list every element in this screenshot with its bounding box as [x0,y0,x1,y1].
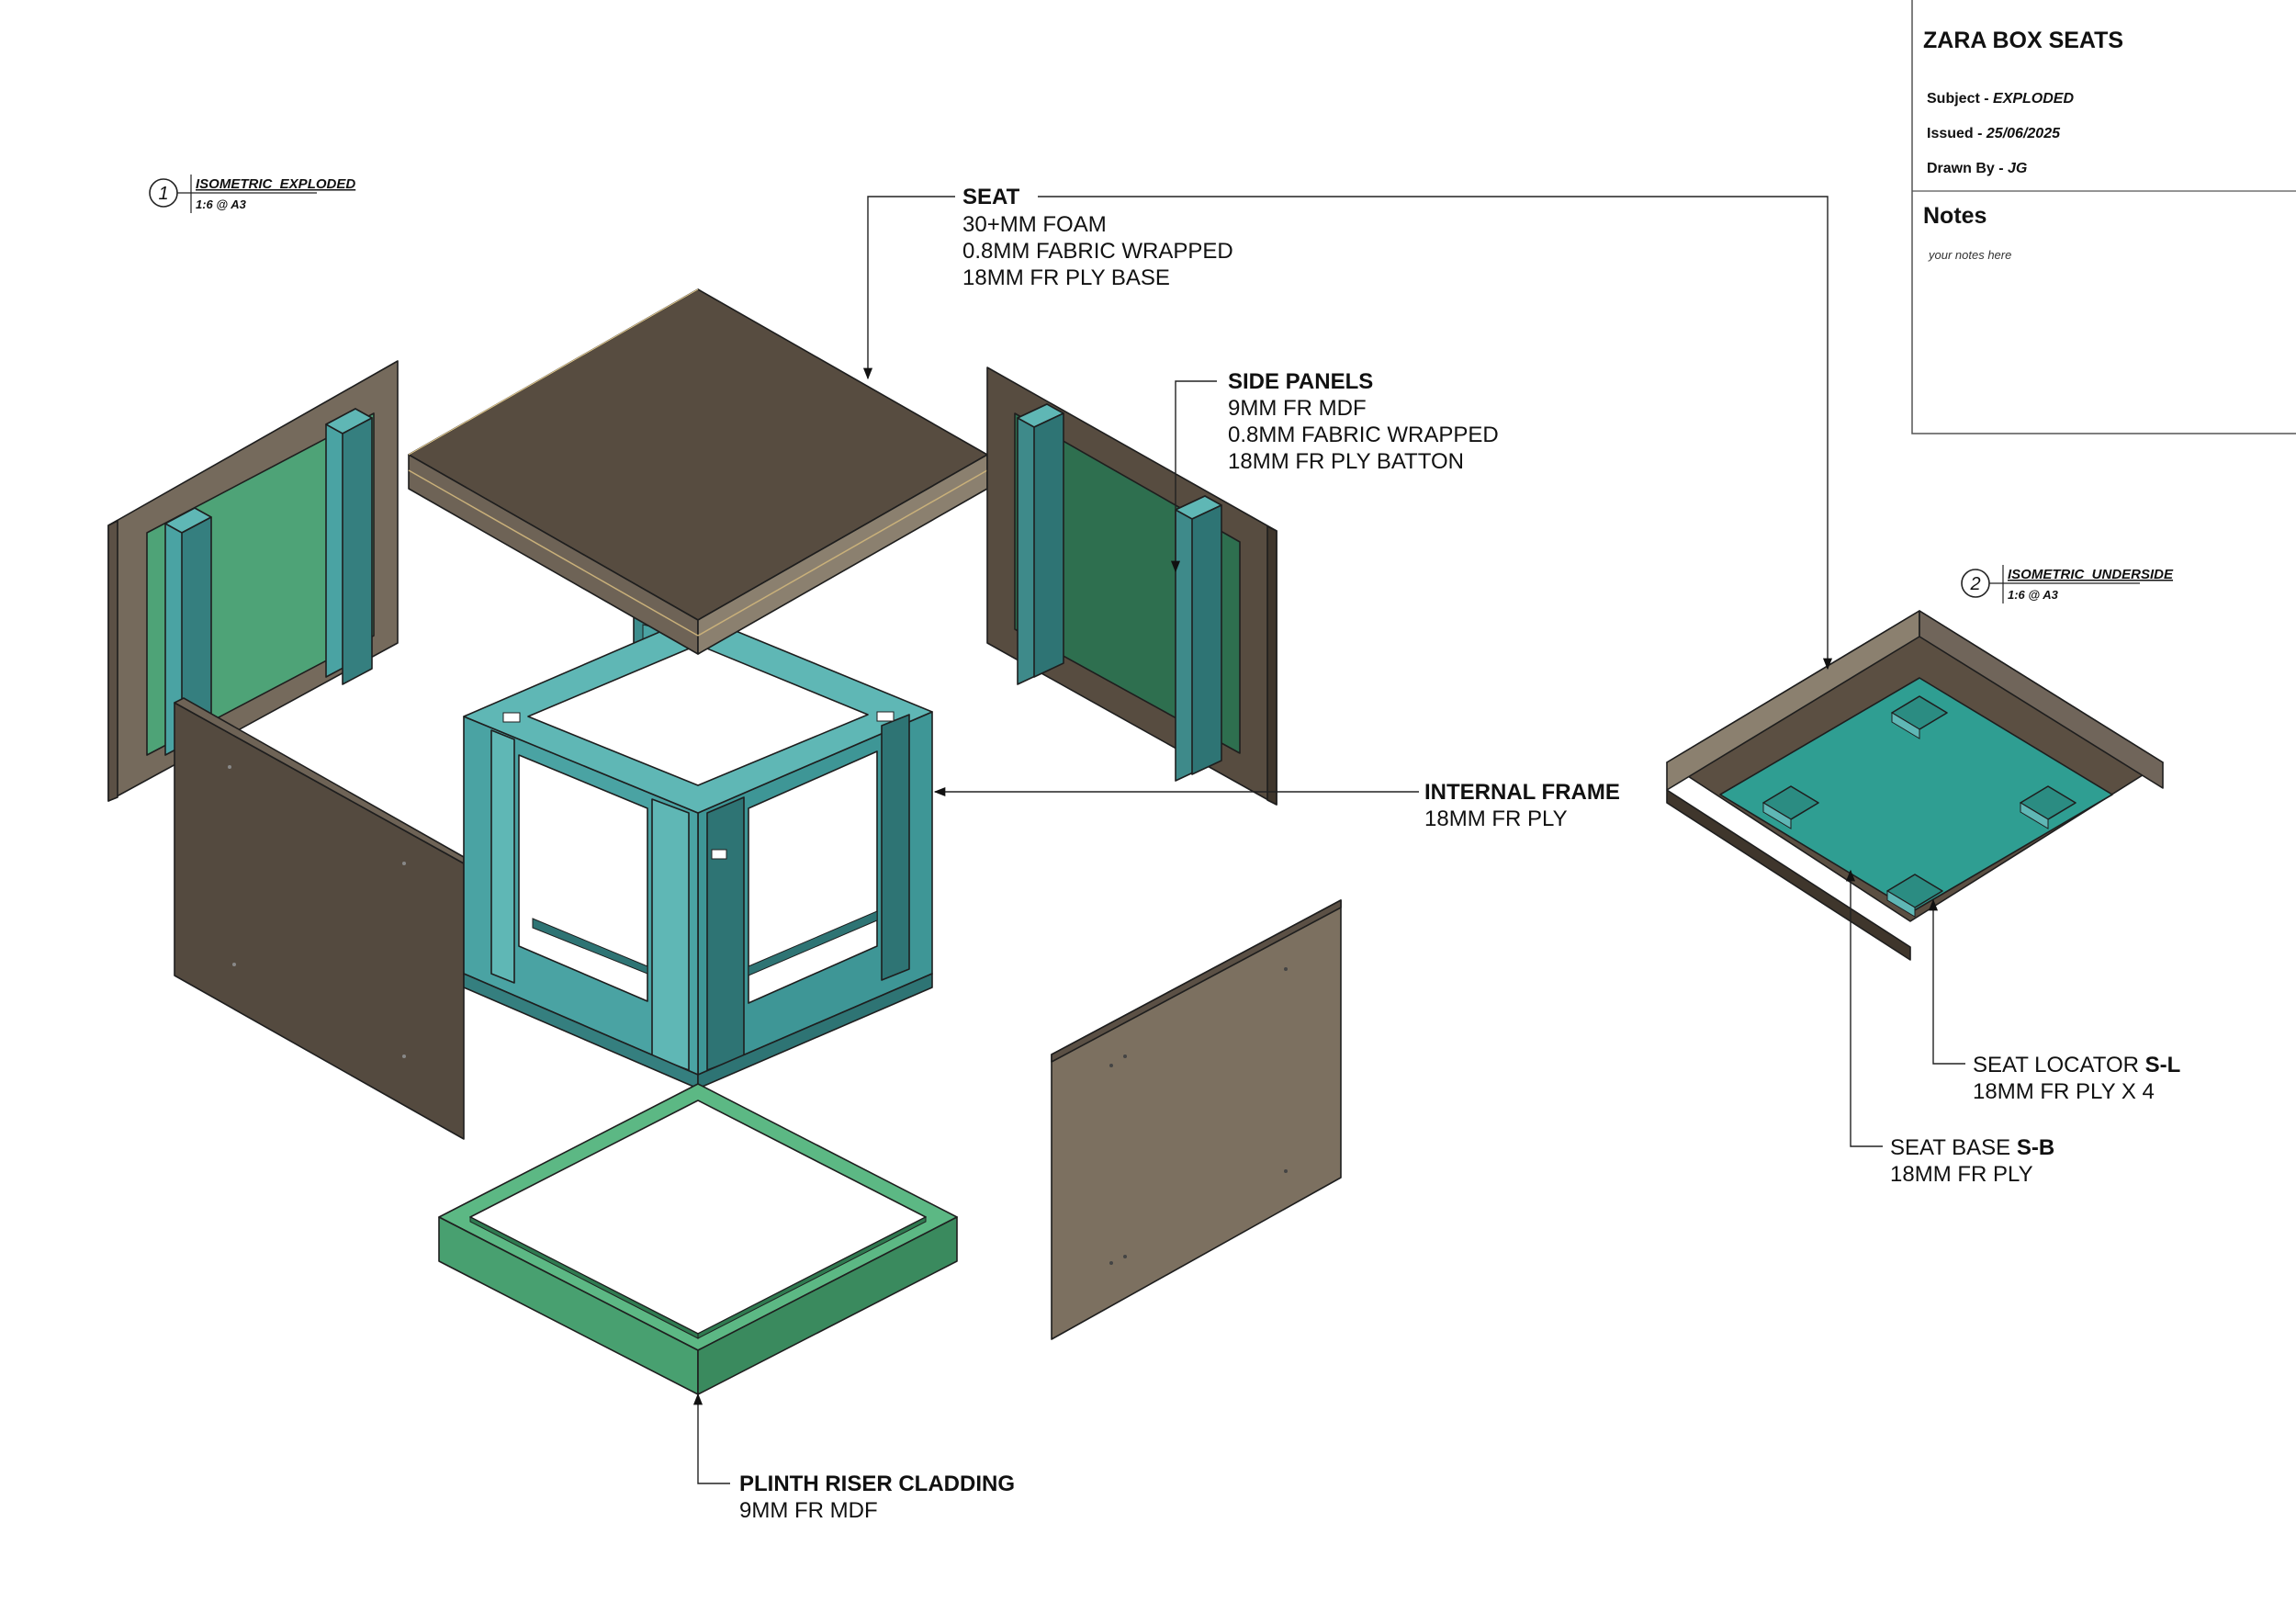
view-name: ISOMETRIC_UNDERSIDE [2008,567,2174,582]
view-number: 2 [1969,574,1980,594]
view-number: 1 [158,184,168,204]
seat-cushion-graphic [408,288,988,655]
view-label-2: 2 ISOMETRIC_UNDERSIDE 1:6 @ A3 [1961,565,2174,603]
side-panel-graphic [986,367,1277,806]
side-panel-graphic [174,697,465,1140]
callout-seat-base: SEAT BASE S-B 18MM FR PLY [1890,1135,2054,1187]
callout-line: 18MM FR PLY X 4 [1973,1079,2155,1104]
callout-heading: PLINTH RISER CLADDING [739,1472,1015,1496]
callout-internal-frame: INTERNAL FRAME 18MM FR PLY [1424,780,1620,831]
side-panel-graphic [1051,899,1342,1340]
view-name: ISOMETRIC_EXPLODED [196,176,355,192]
callout-seat-locator: SEAT LOCATOR S-L 18MM FR PLY X 4 [1973,1053,2180,1104]
callout-line: 18MM FR PLY [1424,806,1568,831]
callout-heading: SEAT [962,185,1020,209]
callout-line: 9MM FR MDF [1228,396,1367,421]
callout-line: 18MM FR PLY BATTON [1228,449,1464,474]
sheet-title: ZARA BOX SEATS [1923,28,2123,53]
leader-lines [692,196,1965,1484]
callout-side-panels: SIDE PANELS 9MM FR MDF 0.8MM FABRIC WRAP… [1228,369,1499,474]
subject-field: Subject - EXPLODED [1927,91,2074,107]
callout-heading: SEAT BASE S-B [1890,1135,2054,1160]
callout-line: 0.8MM FABRIC WRAPPED [962,239,1233,264]
callout-plinth: PLINTH RISER CLADDING 9MM FR MDF [739,1472,1015,1523]
internal-frame-graphic [463,615,933,1089]
view-scale: 1:6 @ A3 [196,197,247,211]
view-label-1: 1 ISOMETRIC_EXPLODED 1:6 @ A3 [149,175,355,213]
plinth-graphic [438,1083,958,1395]
view-scale: 1:6 @ A3 [2008,588,2059,602]
issued-field: Issued - 25/06/2025 [1927,126,2061,141]
callout-heading: SEAT LOCATOR S-L [1973,1053,2180,1077]
notes-heading: Notes [1923,203,1986,229]
callout-line: 30+MM FOAM [962,212,1107,237]
callout-line: 18MM FR PLY BASE [962,265,1170,290]
callout-line: 18MM FR PLY [1890,1162,2033,1187]
callout-line: 0.8MM FABRIC WRAPPED [1228,423,1499,447]
title-block: ZARA BOX SEATS Subject - EXPLODED Issued… [1911,0,2296,434]
seat-underside-graphic [1666,610,2164,961]
callout-heading: INTERNAL FRAME [1424,780,1620,805]
callout-line: 9MM FR MDF [739,1498,878,1523]
callout-heading: SIDE PANELS [1228,369,1373,394]
drawn-by-field: Drawn By - JG [1927,161,2027,176]
notes-text: your notes here [1928,248,2011,262]
side-panel-graphic [107,360,399,802]
callout-seat: SEAT 30+MM FOAM 0.8MM FABRIC WRAPPED 18M… [962,185,1233,290]
